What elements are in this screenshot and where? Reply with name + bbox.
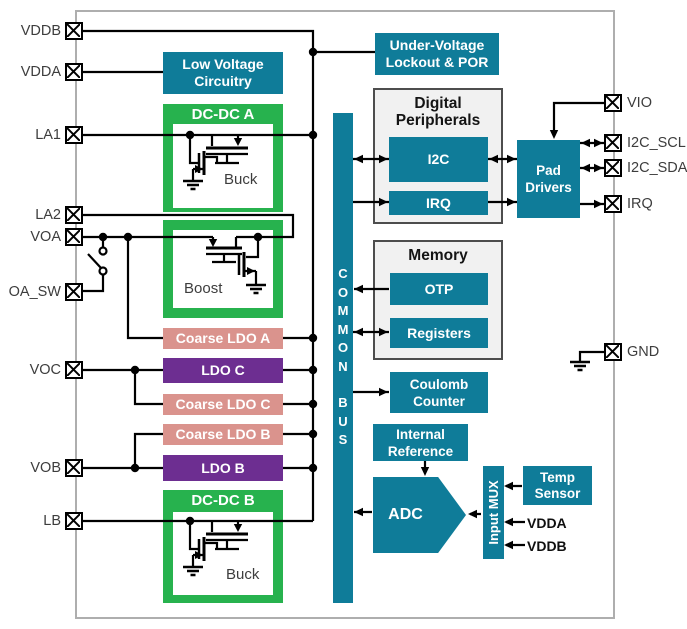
block-label: I2C — [427, 151, 450, 167]
block-input-mux: Input MUX — [483, 466, 504, 559]
block-coarse-ldo-a: Coarse LDO A — [163, 328, 283, 349]
block-label: IRQ — [426, 194, 451, 211]
pin-label-vob: VOB — [30, 460, 61, 476]
block-coarse-ldo-c: Coarse LDO C — [163, 394, 283, 415]
block-label: ADC — [388, 506, 423, 523]
block-internal-reference: Internal Reference — [373, 424, 468, 461]
block-label: Registers — [407, 324, 471, 341]
common-bus-word: COMMON — [337, 266, 349, 374]
pin-label-vio: VIO — [627, 95, 652, 111]
pin-i2c-sda — [604, 159, 622, 177]
buck-a-label: Buck — [224, 171, 258, 188]
pin-label-la2: LA2 — [35, 207, 61, 223]
block-dcdc-a: DC-DC A — [163, 104, 283, 212]
pin-vddb — [65, 22, 83, 40]
block-pad-drivers: Pad Drivers — [517, 140, 580, 218]
block-label: LDO C — [201, 362, 245, 378]
buck-b-label: Buck — [226, 566, 260, 583]
block-label: Under-Voltage Lockout & POR — [385, 37, 489, 70]
pin-vdda — [65, 63, 83, 81]
dcdc-a-title: DC-DC A — [191, 106, 255, 123]
pin-i2c-scl — [604, 134, 622, 152]
block-boost — [163, 220, 283, 318]
input-mux-label: Input MUX — [486, 480, 501, 545]
block-otp: OTP — [390, 273, 488, 305]
block-label: Internal Reference — [387, 426, 454, 459]
mux-input-vddb-label: VDDB — [527, 538, 567, 554]
block-dcdc-b: DC-DC B — [163, 490, 283, 603]
digital-peripherals-title: Digital Peripherals — [395, 95, 481, 129]
block-i2c: I2C — [389, 137, 488, 182]
pin-label-lb: LB — [43, 513, 61, 529]
pin-vio — [604, 94, 622, 112]
pin-label-voa: VOA — [30, 229, 61, 245]
block-temp-sensor: Temp Sensor — [523, 466, 592, 505]
pin-label-i2c-sda: I2C_SDA — [627, 160, 687, 176]
block-registers: Registers — [390, 318, 488, 348]
pin-vob — [65, 459, 83, 477]
block-label: Coarse LDO B — [175, 426, 271, 442]
pin-lb — [65, 512, 83, 530]
memory-title: Memory — [408, 247, 468, 264]
pin-label-vddb: VDDB — [20, 23, 61, 39]
pin-label-i2c-scl: I2C_SCL — [627, 135, 686, 151]
block-ldo-b: LDO B — [163, 455, 283, 481]
block-label: Low Voltage Circuitry — [182, 56, 264, 89]
common-bus-word: BUS — [338, 395, 348, 447]
pin-voc — [65, 361, 83, 379]
block-coulomb-counter: Coulomb Counter — [390, 372, 488, 413]
dcdc-a-inner — [173, 124, 273, 208]
block-uvlo: Under-Voltage Lockout & POR — [375, 33, 499, 75]
pin-gnd — [604, 343, 622, 361]
boost-label: Boost — [184, 280, 223, 297]
pin-label-la1: LA1 — [35, 127, 61, 143]
block-label: Temp Sensor — [534, 469, 581, 501]
common-bus: COMMON BUS — [333, 113, 353, 603]
pin-label-irq: IRQ — [627, 196, 653, 212]
block-coarse-ldo-b: Coarse LDO B — [163, 424, 283, 445]
pin-irq — [604, 195, 622, 213]
pin-label-vdda: VDDA — [20, 64, 61, 80]
block-label: LDO B — [201, 459, 245, 476]
pin-label-voc: VOC — [29, 362, 61, 378]
block-ldo-c: LDO C — [163, 358, 283, 383]
block-irq: IRQ — [389, 191, 488, 215]
pin-oa-sw — [65, 283, 83, 301]
block-label: OTP — [424, 280, 454, 297]
block-low-voltage-circuitry: Low Voltage Circuitry — [163, 52, 283, 94]
block-label: Coarse LDO A — [175, 330, 271, 346]
pin-label-gnd: GND — [627, 344, 660, 360]
dcdc-b-title: DC-DC B — [191, 492, 255, 509]
block-label: Pad Drivers — [525, 163, 572, 195]
mux-input-vdda-label: VDDA — [527, 515, 567, 531]
pin-la1 — [65, 126, 83, 144]
block-label: Coarse LDO C — [175, 396, 271, 412]
pin-label-oa-sw: OA_SW — [8, 284, 61, 300]
block-label: Coulomb Counter — [409, 376, 469, 409]
pin-voa — [65, 228, 83, 246]
pin-la2 — [65, 206, 83, 224]
